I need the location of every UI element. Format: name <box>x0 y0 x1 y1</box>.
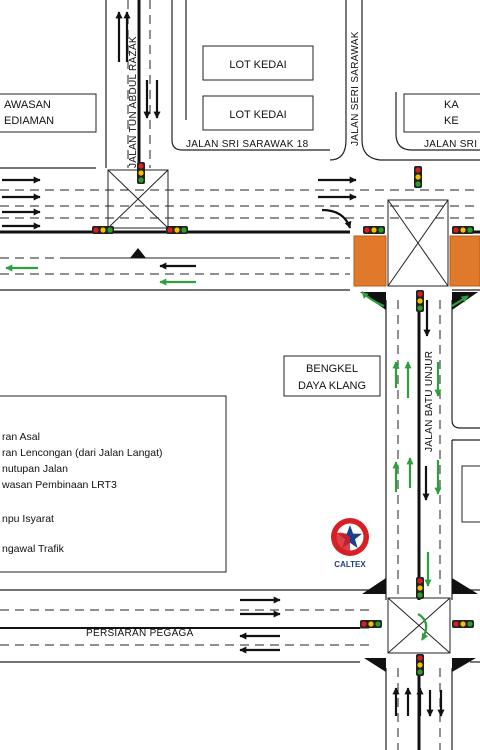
detour-arrows <box>5 264 469 641</box>
legend: ran Asal ran Lencongan (dari Jalan Langa… <box>0 395 227 573</box>
svg-text:LOT KEDAI: LOT KEDAI <box>229 59 286 71</box>
traffic-flow-arrows-b <box>392 687 424 716</box>
traffic-light-icon <box>363 226 385 234</box>
svg-text:LOT KEDAI: LOT KEDAI <box>229 109 286 121</box>
right-lot-box <box>461 465 480 523</box>
svg-text:KA: KA <box>444 99 459 111</box>
right-area-box: KA KE <box>403 93 480 133</box>
svg-text:EDIAMAN: EDIAMAN <box>4 115 54 127</box>
svg-text:KE: KE <box>444 115 459 127</box>
road-label-batu-unjur: JALAN BATU UNJUR <box>424 351 435 452</box>
road-label-sri-right: JALAN SRI <box>424 139 477 150</box>
road-label-seri-sarawak: JALAN SERI SARAWAK <box>350 31 361 146</box>
road-closures <box>353 235 480 287</box>
intersection-boxes <box>107 169 451 654</box>
svg-text:BENGKEL: BENGKEL <box>306 363 358 375</box>
traffic-light-icon <box>166 226 188 234</box>
legend-item: ngawal Trafik <box>2 543 65 555</box>
svg-text:DAYA KLANG: DAYA KLANG <box>298 380 366 392</box>
traffic-lights <box>92 162 474 676</box>
traffic-light-icon <box>414 166 422 188</box>
traffic-light-icon <box>137 162 145 184</box>
intersection-box-east <box>387 199 449 287</box>
traffic-light-icon <box>416 577 424 599</box>
svg-text:AWASAN: AWASAN <box>4 99 51 111</box>
caltex-text: CALTEX <box>334 560 366 569</box>
legend-item: wasan Pembinaan LRT3 <box>1 479 117 491</box>
traffic-light-icon <box>92 226 114 234</box>
legend-item: ran Lencongan (dari Jalan Langat) <box>2 447 163 459</box>
road-label-tun-abdul-razak: JALAN TUN ABDUL RAZAK <box>128 36 139 168</box>
traffic-light-icon <box>416 290 424 312</box>
lot-kedai-1: LOT KEDAI <box>202 45 314 81</box>
caltex-logo-icon: CALTEX <box>331 518 369 569</box>
traffic-light-icon <box>360 620 382 628</box>
legend-item: ran Asal <box>2 431 40 443</box>
kawasan-kediaman-box: AWASAN EDIAMAN <box>0 93 97 133</box>
road-label-persiaran-pegaga: PERSIARAN PEGAGA <box>86 628 194 639</box>
traffic-light-icon <box>452 226 474 234</box>
closure-east <box>449 235 480 287</box>
legend-item: nutupan Jalan <box>2 463 68 475</box>
traffic-flow-arrows <box>2 11 445 717</box>
bengkel-daya-klang-box: BENGKEL DAYA KLANG <box>283 355 381 397</box>
traffic-light-icon <box>452 620 474 628</box>
legend-item: npu Isyarat <box>2 513 54 525</box>
road-label-sri-sarawak-18: JALAN SRI SARAWAK 18 <box>186 139 309 150</box>
lot-kedai-2: LOT KEDAI <box>202 95 314 131</box>
closure-west <box>353 235 387 287</box>
traffic-light-icon <box>416 654 424 676</box>
